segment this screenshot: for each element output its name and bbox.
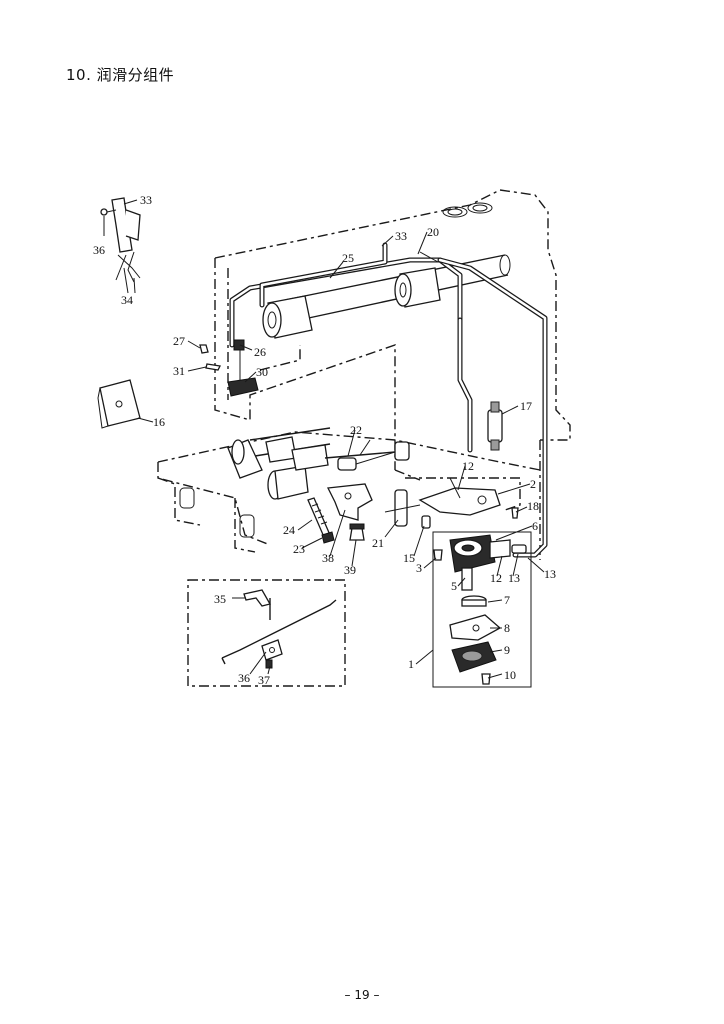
machine-arm-outline	[214, 189, 571, 560]
callout-28: 30	[256, 365, 268, 379]
inset-lever-assembly	[187, 579, 346, 687]
callout-22: 22	[350, 423, 362, 437]
callout-9: 9	[504, 643, 510, 657]
callout-3: 3	[416, 561, 422, 575]
callout-17: 17	[520, 399, 532, 413]
screws-23-24	[307, 497, 335, 544]
callout-1: 1	[408, 657, 414, 671]
oil-wick-holder	[199, 339, 259, 397]
filter-17	[487, 401, 503, 451]
callout-11: 12	[462, 459, 474, 473]
callout-15: 15	[403, 551, 415, 565]
callout-21: 20	[427, 225, 439, 239]
callout-labels: 33 36 34 33 20 25 27 26 31 30 16 17 22 1…	[93, 193, 556, 687]
lower-shaft	[227, 427, 410, 500]
callout-35: 35	[214, 592, 226, 606]
bracket-32	[100, 197, 141, 283]
callout-30: 31	[173, 364, 185, 378]
callout-34: 36	[93, 243, 105, 257]
page-number: – 19 –	[344, 988, 380, 1002]
callout-14: 13	[544, 567, 556, 581]
callout-37: 37	[258, 673, 270, 687]
felt-pad-16	[97, 379, 141, 429]
callout-33: 34	[121, 293, 133, 307]
callout-5: 5	[451, 579, 457, 593]
callout-12: 12	[490, 571, 502, 585]
callout-10: 10	[504, 668, 516, 682]
callout-38: 38	[322, 551, 334, 565]
callout-23: 23	[293, 542, 305, 556]
callout-31: 33	[395, 229, 407, 243]
callout-6: 6	[532, 519, 538, 533]
callout-36: 36	[238, 671, 250, 685]
callout-18: 18	[527, 499, 539, 513]
callout-13: 13	[508, 571, 520, 585]
section-heading: 10. 润滑分组件	[66, 66, 175, 84]
callout-27: 27	[173, 334, 185, 348]
callout-25: 25	[342, 251, 354, 265]
callout-26: 26	[254, 345, 266, 359]
callout-8: 8	[504, 621, 510, 635]
callout-32: 33	[140, 193, 152, 207]
callout-20: 21	[372, 536, 384, 550]
sleeve-20	[384, 489, 421, 527]
plate-38	[327, 483, 373, 541]
callout-7: 7	[504, 593, 510, 607]
upper-shaft	[262, 254, 511, 339]
leader-lines	[103, 199, 545, 679]
callout-16: 16	[153, 415, 165, 429]
oil-pump-assembly	[405, 477, 532, 688]
callout-39: 39	[344, 563, 356, 577]
oil-tubes	[229, 242, 548, 558]
callout-24: 24	[283, 523, 295, 537]
callout-2: 2	[530, 477, 536, 491]
